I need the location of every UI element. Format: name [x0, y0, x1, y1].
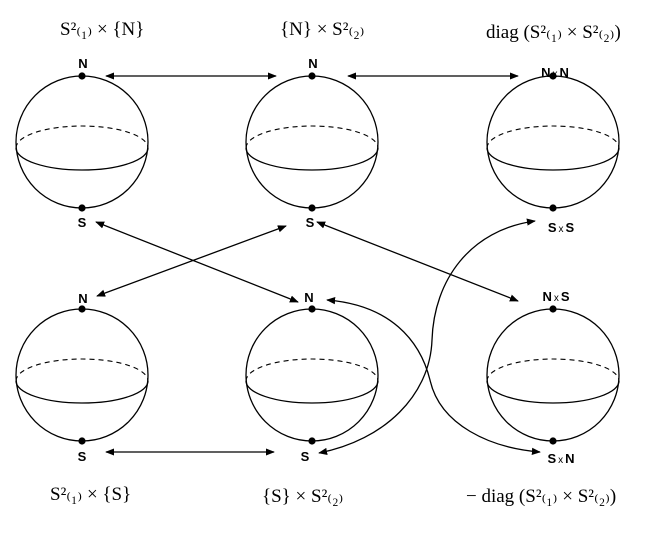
label-diag: diag (S²₍₁₎ × S²₍₂₎)	[486, 22, 621, 43]
pole-label-s: S	[78, 449, 87, 464]
arrow-s-to-n-diagonal	[95, 221, 299, 303]
pole-label-n: N	[304, 290, 313, 305]
north-pole-point	[549, 72, 557, 80]
pole-label-s: S	[78, 215, 87, 230]
sphere-n-x-s2	[245, 72, 379, 212]
north-pole-point	[549, 305, 557, 313]
sphere-antidiag	[486, 305, 620, 445]
pole-label-n: N	[78, 291, 87, 306]
label-s-x-s2: {S} × S²₍₂₎	[262, 486, 343, 507]
label-n-x-s2: {N} × S²₍₂₎	[280, 19, 364, 40]
south-pole-point	[549, 204, 557, 212]
label-s1-x-n: S²₍₁₎ × {N}	[60, 19, 144, 40]
north-pole-point	[308, 305, 316, 313]
sphere-s1-x-n	[15, 72, 149, 212]
curve-n-to-sxn	[326, 297, 541, 455]
north-pole-point	[308, 72, 316, 80]
sphere-diag	[486, 72, 620, 212]
label-antidiag: − diag (S²₍₁₎ × S²₍₂₎)	[466, 486, 616, 507]
south-pole-point	[308, 204, 316, 212]
south-pole-point	[549, 437, 557, 445]
pole-label-n: N	[308, 56, 317, 71]
pole-label-s: S	[306, 215, 315, 230]
label-s1-x-s: S²₍₁₎ × {S}	[50, 484, 131, 505]
south-pole-point	[78, 204, 86, 212]
north-pole-point	[78, 72, 86, 80]
sphere-s-x-s2	[245, 305, 379, 445]
arrow-s-to-nxs-diagonal	[316, 221, 519, 302]
arrow-s-to-n-diagonal	[96, 225, 287, 297]
pole-label-n: N	[78, 56, 87, 71]
sphere-s1-x-s	[15, 305, 149, 445]
south-pole-point	[308, 437, 316, 445]
north-pole-point	[78, 305, 86, 313]
south-pole-point	[78, 437, 86, 445]
pole-label-s: S	[301, 449, 310, 464]
